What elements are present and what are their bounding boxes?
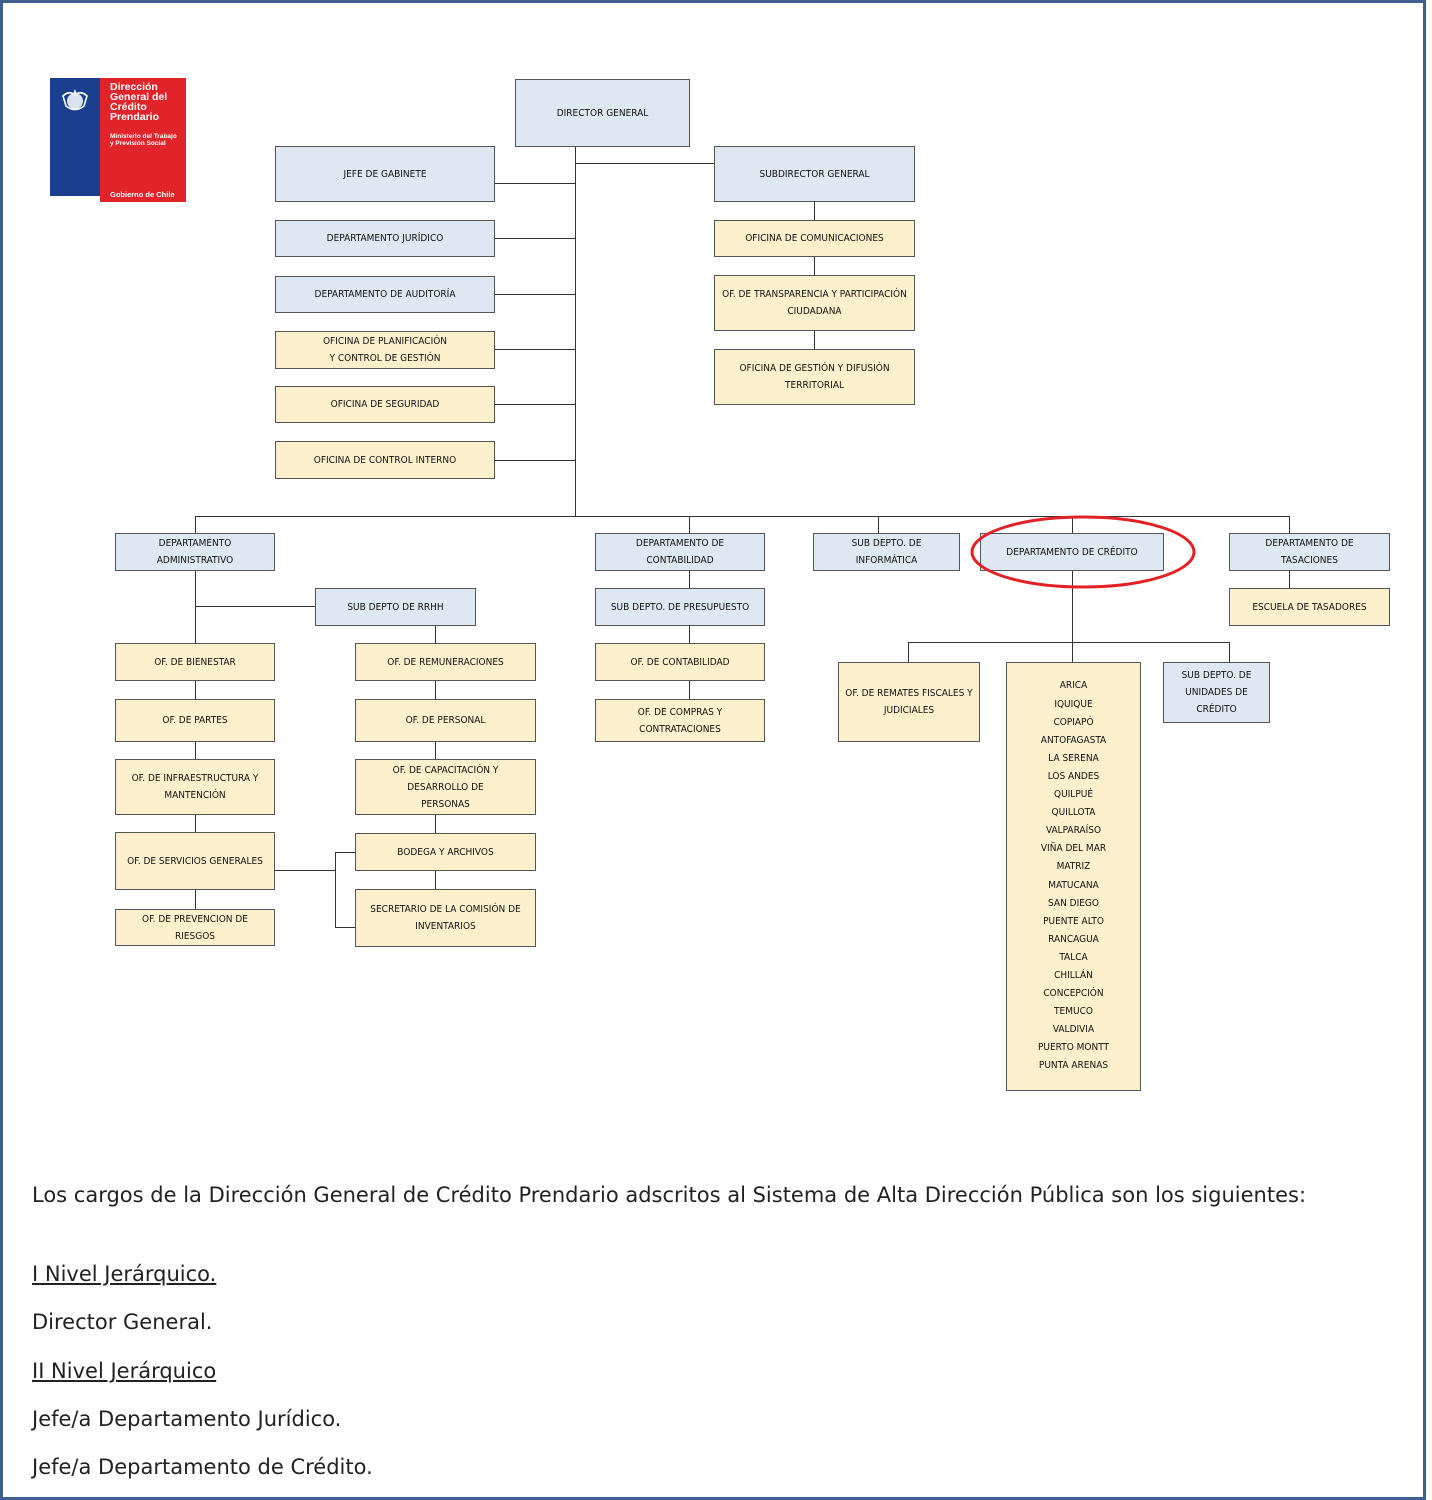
connector-line bbox=[495, 460, 575, 461]
unidad-item: PUERTO MONTT bbox=[1037, 1042, 1110, 1054]
connector-line bbox=[495, 404, 575, 405]
box-of-personal: OF. DE PERSONAL bbox=[355, 699, 536, 742]
connector-line bbox=[195, 516, 196, 533]
connector-line bbox=[495, 183, 575, 184]
connector-line bbox=[1072, 570, 1073, 642]
box-of-servicios-generales: OF. DE SERVICIOS GENERALES bbox=[115, 832, 275, 890]
unidad-item: CONCEPCIÓN bbox=[1043, 988, 1104, 1000]
connector-line bbox=[495, 238, 575, 239]
box-sub-presupuesto: SUB DEPTO. DE PRESUPUESTO bbox=[595, 588, 765, 626]
unidad-item: TEMUCO bbox=[1054, 1006, 1093, 1018]
box-sub-unidades-credito: SUB DEPTO. DE UNIDADES DE CRÉDITO bbox=[1163, 662, 1270, 723]
connector-line bbox=[195, 606, 315, 607]
box-of-compras: OF. DE COMPRAS Y CONTRATACIONES bbox=[595, 699, 765, 742]
box-depto-tasaciones: DEPARTAMENTO DE TASACIONES bbox=[1229, 533, 1390, 571]
unidad-item: RANCAGUA bbox=[1048, 933, 1099, 945]
box-of-infraestructura: OF. DE INFRAESTRUCTURA Y MANTENCIÓN bbox=[115, 759, 275, 815]
connector-line bbox=[908, 642, 909, 662]
box-depto-juridico: DEPARTAMENTO JURÍDICO bbox=[275, 220, 495, 257]
unidad-item: PUENTE ALTO bbox=[1043, 915, 1104, 927]
box-of-transparencia: OF. DE TRANSPARENCIA Y PARTICIPACIÓN CIU… bbox=[714, 275, 915, 331]
unidad-item: LOS ANDES bbox=[1047, 770, 1100, 782]
connector-line bbox=[878, 516, 879, 533]
box-unidades-list: ARICA IQUIQUE COPIAPÓ ANTOFAGASTA LA SERENA L… bbox=[1006, 662, 1141, 1091]
coat-of-arms-icon bbox=[62, 89, 88, 111]
box-of-seguridad: OFICINA DE SEGURIDAD bbox=[275, 386, 495, 423]
connector-line bbox=[575, 163, 714, 164]
box-of-comunicaciones: OFICINA DE COMUNICACIONES bbox=[714, 220, 915, 257]
connector-line bbox=[335, 852, 336, 927]
connector-line bbox=[1072, 516, 1073, 533]
unidad-item: LA SERENA bbox=[1048, 752, 1099, 764]
unidad-item: VIÑA DEL MAR bbox=[1040, 843, 1107, 855]
unidad-item: COPIAPÓ bbox=[1053, 716, 1094, 728]
box-escuela-tasadores: ESCUELA DE TASADORES bbox=[1229, 588, 1390, 626]
logo-white-strip bbox=[50, 196, 100, 202]
box-of-remates: OF. DE REMATES FISCALES Y JUDICIALES bbox=[838, 662, 980, 742]
box-of-control-interno: OFICINA DE CONTROL INTERNO bbox=[275, 441, 495, 479]
box-sub-rrhh: SUB DEPTO DE RRHH bbox=[315, 588, 476, 626]
unidad-item: IQUIQUE bbox=[1054, 698, 1093, 710]
logo-ministry: Ministerio del Trabajo y Previsión Socia… bbox=[110, 133, 177, 147]
unidad-item: TALCA bbox=[1059, 951, 1088, 963]
unidad-item: ARICA bbox=[1059, 680, 1088, 692]
box-of-capacitacion: OF. DE CAPACITACIÓN Y DESARROLLO DE PERS… bbox=[355, 759, 536, 815]
logo-government: Gobierno de Chile bbox=[110, 190, 175, 199]
connector-line bbox=[495, 294, 575, 295]
box-of-remuneraciones: OF. DE REMUNERACIONES bbox=[355, 643, 536, 681]
unidad-item: MATUCANA bbox=[1048, 879, 1099, 891]
box-of-bienestar: OF. DE BIENESTAR bbox=[115, 643, 275, 681]
box-secretario-comision: SECRETARIO DE LA COMISIÓN DE INVENTARIOS bbox=[355, 889, 536, 947]
box-of-planificacion: OFICINA DE PLANIFICACIÓN Y CONTROL DE GE… bbox=[275, 331, 495, 369]
logo-red-band bbox=[100, 78, 186, 202]
box-depto-credito: DEPARTAMENTO DE CRÉDITO bbox=[980, 533, 1164, 571]
connector-line bbox=[689, 516, 690, 533]
unidad-item: CHILLÁN bbox=[1054, 969, 1093, 981]
connector-line bbox=[1072, 642, 1073, 662]
connector-line bbox=[908, 642, 1230, 643]
connector-line bbox=[335, 852, 355, 853]
box-bodega-archivos: BODEGA Y ARCHIVOS bbox=[355, 833, 536, 871]
connector-line bbox=[1229, 642, 1230, 662]
level2-heading: II Nivel Jerárquico bbox=[32, 1359, 217, 1383]
level2-item-juridico: Jefe/a Departamento Jurídico. bbox=[32, 1407, 342, 1431]
unidad-item: QUILLOTA bbox=[1051, 807, 1096, 819]
box-depto-administrativo: DEPARTAMENTO ADMINISTRATIVO bbox=[115, 533, 275, 571]
box-director-general: DIRECTOR GENERAL bbox=[515, 79, 690, 147]
highlight-ellipse bbox=[970, 515, 1196, 589]
box-of-gestion-territorial: OFICINA DE GESTIÓN Y DIFUSIÓN TERRITORIA… bbox=[714, 349, 915, 405]
level1-item: Director General. bbox=[32, 1310, 213, 1334]
unidad-item: MATRIZ bbox=[1056, 861, 1091, 873]
unidad-item: PUNTA ARENAS bbox=[1038, 1060, 1109, 1072]
box-of-partes: OF. DE PARTES bbox=[115, 699, 275, 742]
unidad-item: ANTOFAGASTA bbox=[1040, 734, 1107, 746]
unidad-item: QUILPUÉ bbox=[1053, 789, 1094, 801]
box-depto-contabilidad: DEPARTAMENTO DE CONTABILIDAD bbox=[595, 533, 765, 571]
dicrep-logo: Dirección General del Crédito Prendario … bbox=[50, 78, 186, 202]
connector-line bbox=[495, 349, 575, 350]
unidad-item: SAN DIEGO bbox=[1048, 897, 1099, 909]
level1-heading: I Nivel Jerárquico. bbox=[32, 1262, 217, 1286]
box-subdirector-general: SUBDIRECTOR GENERAL bbox=[714, 146, 915, 202]
connector-line bbox=[575, 146, 576, 516]
unidad-item: VALDIVIA bbox=[1052, 1024, 1095, 1036]
connector-line bbox=[1289, 516, 1290, 533]
intro-paragraph: Los cargos de la Dirección General de Cr… bbox=[32, 1183, 1307, 1207]
box-depto-auditoria: DEPARTAMENTO DE AUDITORÍA bbox=[275, 276, 495, 313]
box-sub-informatica: SUB DEPTO. DE INFORMÁTICA bbox=[813, 533, 960, 571]
connector-line bbox=[335, 927, 355, 928]
box-of-contabilidad: OF. DE CONTABILIDAD bbox=[595, 643, 765, 681]
connector-line bbox=[195, 516, 1290, 517]
logo-institution-name: Dirección General del Crédito Prendario bbox=[110, 81, 168, 123]
box-of-prevencion-riesgos: OF. DE PREVENCION DE RIESGOS bbox=[115, 909, 275, 946]
box-jefe-gabinete: JEFE DE GABINETE bbox=[275, 146, 495, 202]
level2-item-credito: Jefe/a Departamento de Crédito. bbox=[32, 1455, 373, 1479]
connector-line bbox=[1289, 570, 1290, 588]
connector-line bbox=[689, 570, 690, 700]
connector-line bbox=[275, 870, 335, 871]
unidad-item: VALPARAÍSO bbox=[1045, 825, 1102, 837]
